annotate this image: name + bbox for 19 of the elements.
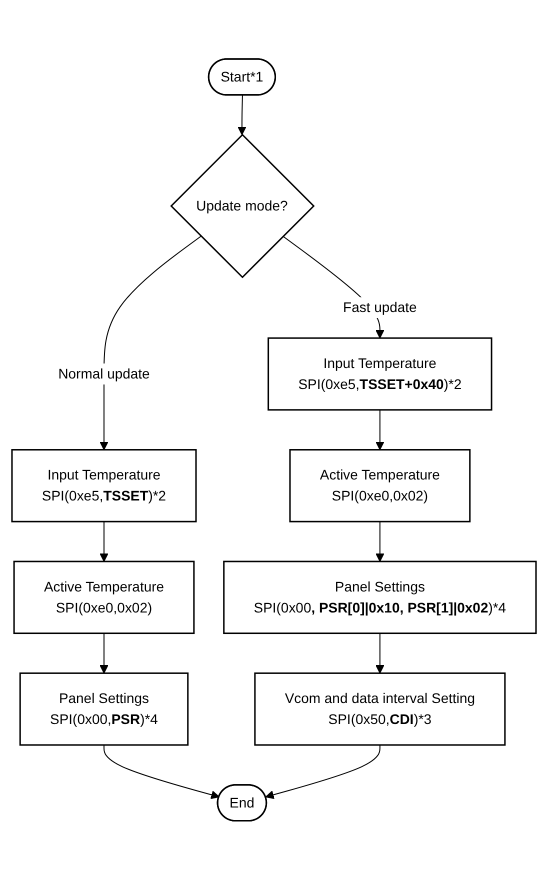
- arrow: [100, 632, 108, 674]
- node-box: Panel Settings SPI(0x00,PSR)*4: [19, 672, 189, 746]
- node-diamond: Update mode?: [170, 133, 315, 278]
- arrow: [100, 520, 108, 562]
- arrow: [376, 520, 384, 562]
- arrow: [238, 94, 246, 135]
- node-box: Input Temperature SPI(0xe5,TSSET+0x40)*2: [268, 336, 492, 410]
- node-box: Input Temperature SPI(0xe5,TSSET)*2: [11, 448, 197, 522]
- arrow: [376, 409, 384, 450]
- arrow: [265, 744, 380, 799]
- arrow: [100, 235, 202, 450]
- node-box: Active Temperature SPI(0xe0,0x02): [13, 560, 195, 634]
- edge-label: Fast update: [343, 298, 417, 315]
- edge-label: Normal update: [58, 365, 150, 382]
- arrow: [104, 744, 220, 799]
- node-box: Panel Settings SPI(0x00, PSR[0]|0x10, PSR[1]|0x02)*4: [223, 560, 537, 634]
- node-box: Active Temperature SPI(0xe0,0x02): [289, 448, 471, 522]
- arrow: [376, 632, 384, 674]
- node-box: Vcom and data interval Setting SPI(0x50,CDI)*3: [254, 672, 506, 746]
